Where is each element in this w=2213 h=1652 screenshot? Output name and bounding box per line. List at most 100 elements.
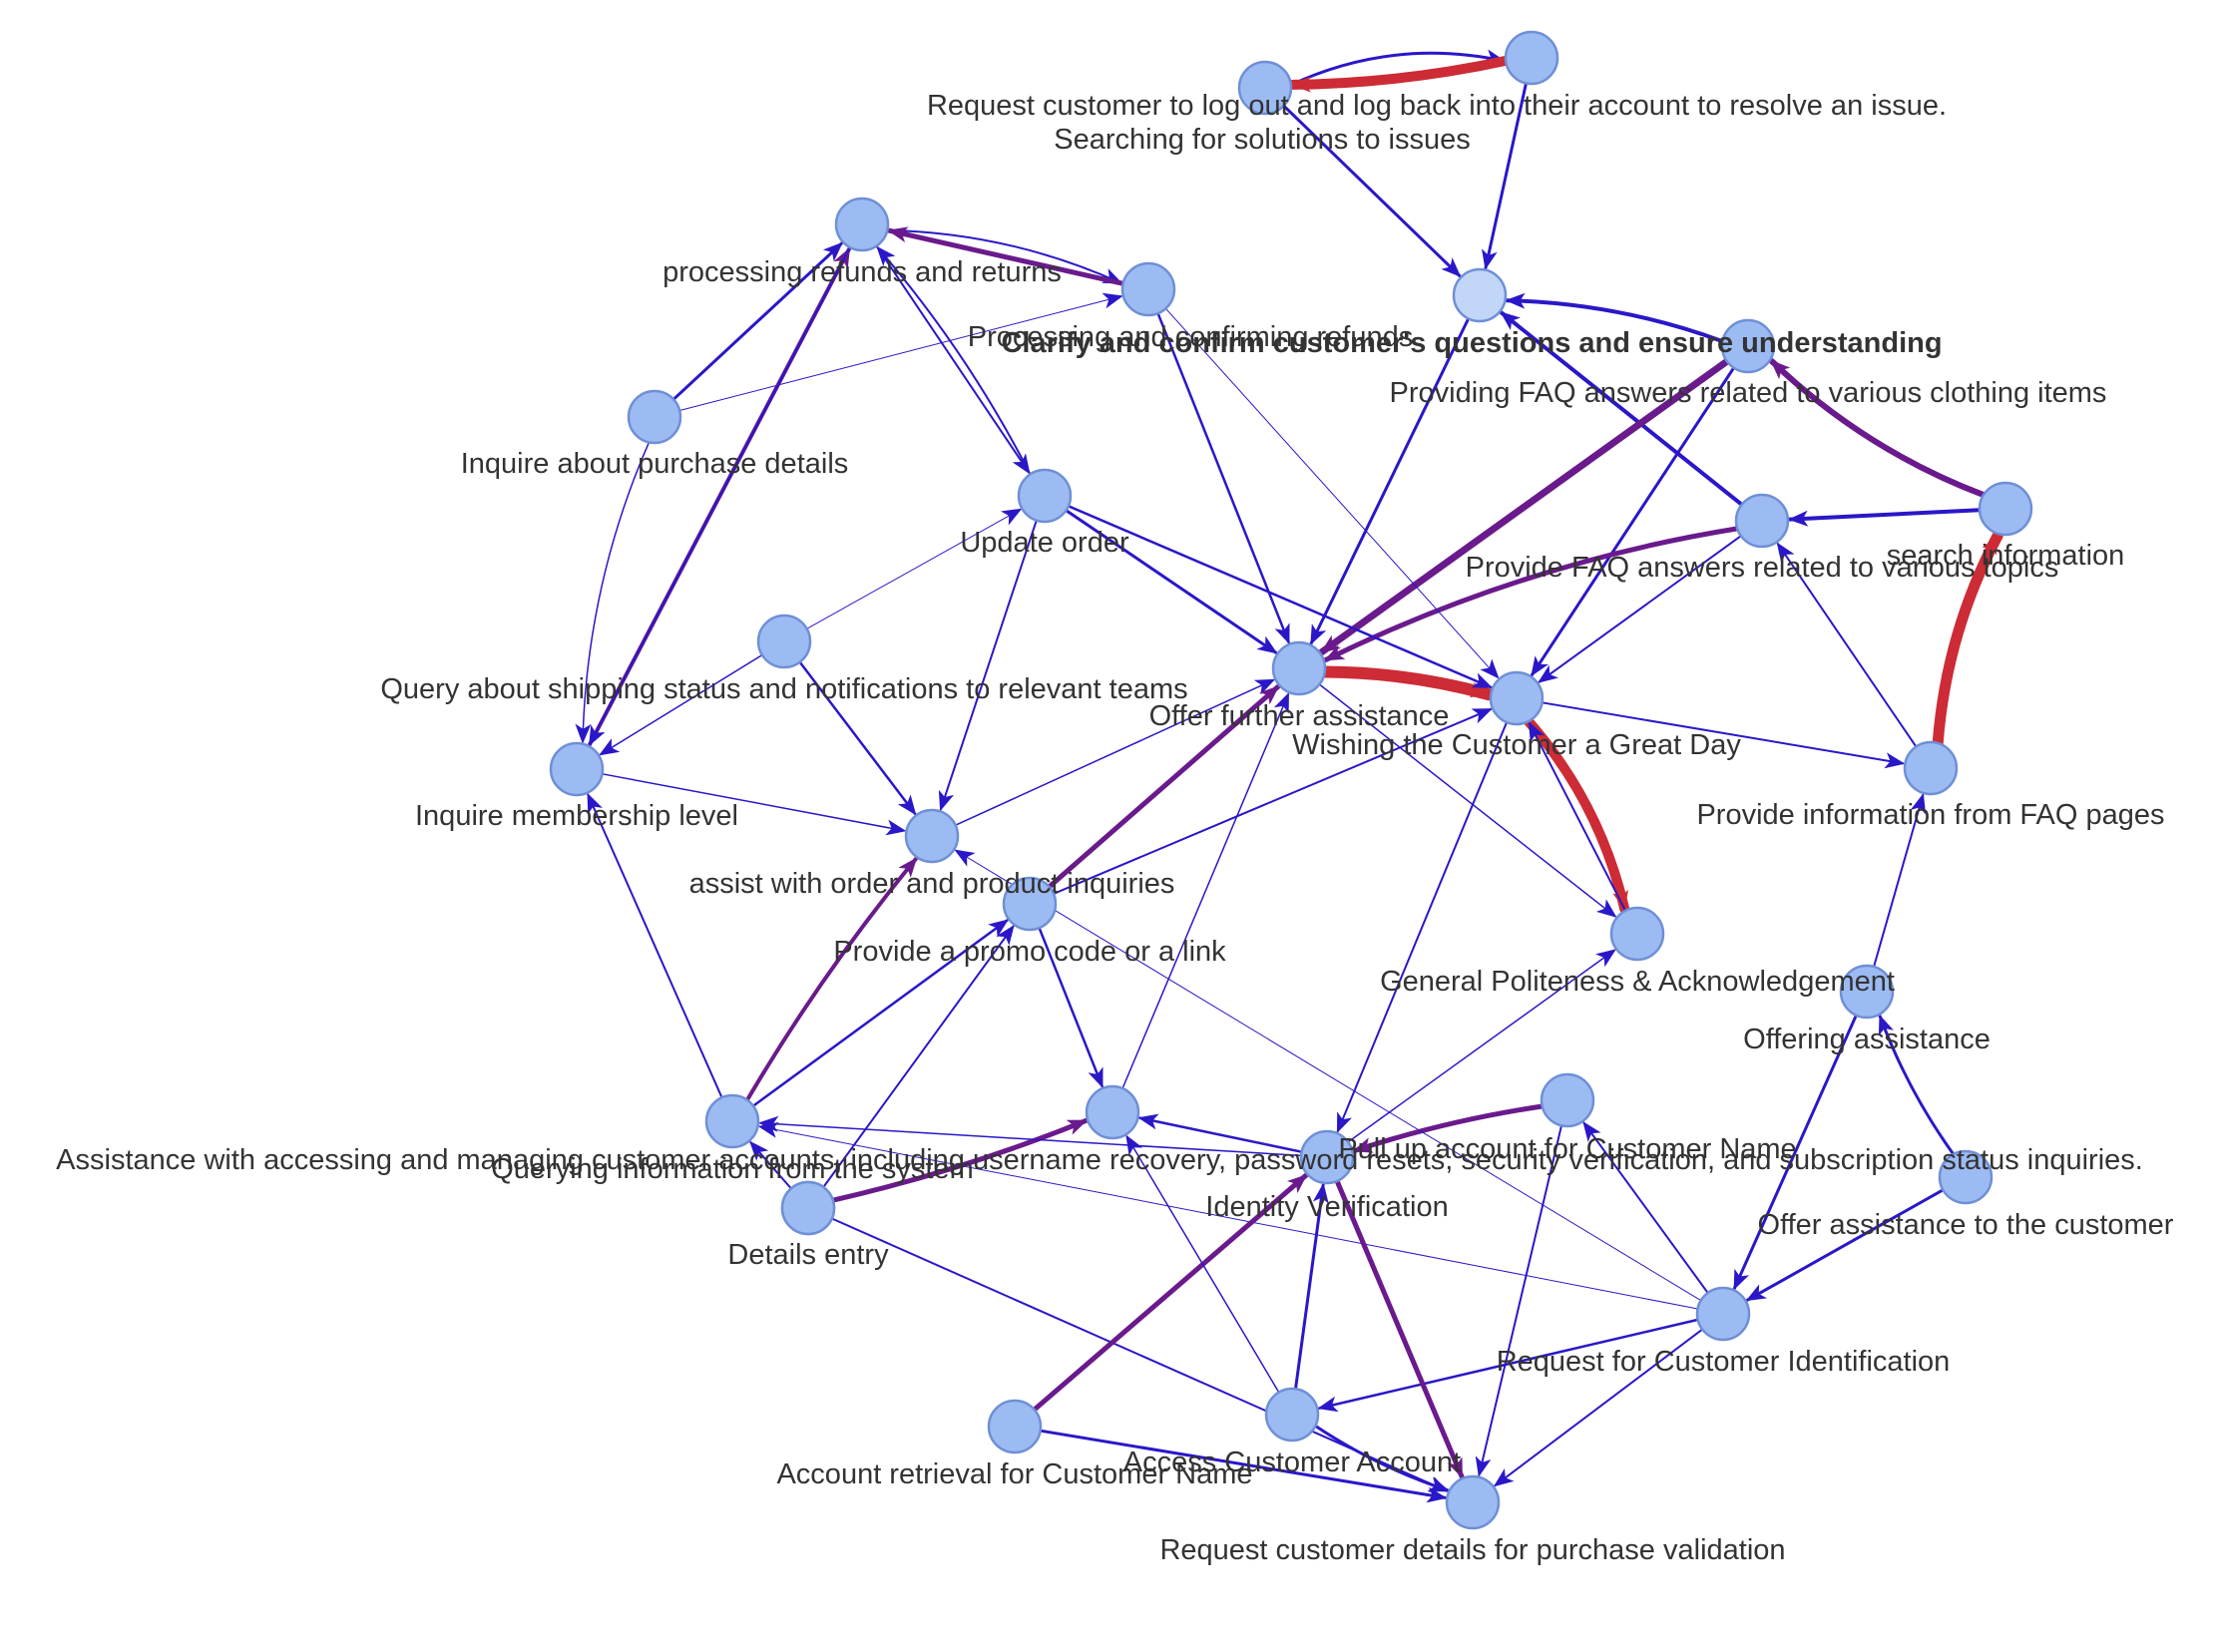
- edge-querying_system-to-assistance_accounts: [749, 1140, 792, 1190]
- node-request_details[interactable]: [1445, 1474, 1501, 1530]
- edge-offer_assistance_customer-to-offering_assistance: [1878, 1014, 1956, 1156]
- edge-identity-to-details_hub: [1137, 1113, 1303, 1153]
- edge-faq_clothing-to-offer_further: [1318, 357, 1731, 656]
- edge-processing_confirming-to-processing_refunds: [886, 226, 1126, 286]
- label-update_order: Update order: [960, 527, 1129, 559]
- edge-update_order-to-processing_refunds: [876, 245, 1032, 476]
- edge-faq_clothing-to-clarify: [1505, 292, 1725, 344]
- edge-promo-to-details_hub: [1038, 926, 1104, 1088]
- edge-access_account-to-details_hub: [1125, 1134, 1280, 1394]
- edge-faq_topics-to-offer_further: [1323, 526, 1740, 662]
- graph-edges: [575, 49, 2003, 1503]
- edge-searching_solutions-to-clarify: [1482, 81, 1528, 270]
- node-pull_account[interactable]: [1540, 1072, 1595, 1128]
- label-processing_confirming: Processing and confirming refunds: [968, 321, 1414, 353]
- node-faq_topics[interactable]: [1734, 493, 1790, 549]
- label-identity: Identity Verification: [1205, 1191, 1448, 1223]
- edge-processing_confirming-to-offer_further: [1156, 311, 1290, 644]
- edge-query_shipping-to-update_order: [806, 508, 1023, 629]
- label-assistance_accounts: Assistance with accessing and managing c…: [56, 1144, 2143, 1176]
- edge-request_identification-to-pull_account: [1582, 1120, 1709, 1294]
- node-search_info[interactable]: [1978, 481, 2033, 537]
- edge-request_identification-to-request_details: [1493, 1328, 1704, 1487]
- label-inquire_membership: Inquire membership level: [415, 800, 738, 832]
- label-access_account: Access Customer Account: [1123, 1446, 1461, 1478]
- edge-request_identification-to-access_account: [1317, 1318, 1699, 1413]
- node-inquire_membership[interactable]: [549, 741, 605, 797]
- node-wishing[interactable]: [1489, 670, 1545, 726]
- node-processing_refunds[interactable]: [834, 197, 890, 252]
- label-details_entry: Details entry: [727, 1239, 889, 1271]
- edge-faq_pages-to-search_info: [1932, 530, 2003, 749]
- edge-processing_refunds-to-processing_confirming: [886, 228, 1123, 284]
- node-assistance_accounts[interactable]: [704, 1093, 760, 1149]
- edge-faq_topics-to-wishing: [1538, 535, 1742, 683]
- edge-assistance_accounts-to-promo: [751, 919, 1010, 1107]
- label-wishing: Wishing the Customer a Great Day: [1292, 729, 1741, 761]
- node-offer_further[interactable]: [1271, 640, 1327, 696]
- node-offering_assistance[interactable]: [1839, 964, 1895, 1020]
- label-offering_assistance: Offering assistance: [1743, 1024, 1991, 1055]
- node-clarify[interactable]: [1452, 267, 1508, 323]
- edge-update_order-to-offer_further: [1065, 509, 1278, 654]
- edge-assistance_accounts-to-assist_order: [744, 856, 918, 1102]
- node-account_retrieval[interactable]: [987, 1399, 1043, 1454]
- label-offer_further: Offer further assistance: [1149, 700, 1450, 732]
- node-query_shipping[interactable]: [756, 614, 812, 669]
- edge-faq_topics-to-clarify: [1499, 310, 1744, 507]
- node-access_account[interactable]: [1264, 1387, 1320, 1443]
- edge-clarify-to-offer_further: [1309, 316, 1471, 645]
- edge-searching_solutions-to-request_logout: [1287, 55, 1512, 93]
- edge-query_shipping-to-assist_order: [798, 660, 917, 816]
- edge-identity-to-politeness: [1347, 949, 1616, 1143]
- edge-processing_confirming-to-wishing: [1164, 307, 1500, 679]
- node-politeness[interactable]: [1609, 906, 1665, 962]
- edge-wishing-to-identity: [1336, 721, 1509, 1133]
- label-searching_solutions: Searching for solutions to issues: [1054, 124, 1471, 156]
- label-offer_assistance_customer: Offer assistance to the customer: [1758, 1209, 2174, 1241]
- node-request_logout[interactable]: [1237, 60, 1293, 116]
- node-assist_order[interactable]: [904, 808, 960, 864]
- label-faq_pages: Provide information from FAQ pages: [1696, 799, 2164, 831]
- node-identity[interactable]: [1299, 1129, 1355, 1185]
- label-promo: Provide a promo code or a link: [833, 936, 1226, 968]
- edge-request_logout-to-clarify: [1282, 104, 1462, 277]
- label-faq_clothing: Providing FAQ answers related to various…: [1390, 377, 2107, 409]
- node-hub[interactable]: [1085, 1084, 1140, 1140]
- edge-faq_pages-to-faq_topics: [1776, 542, 1918, 748]
- edge-identity-to-assistance_accounts: [757, 1115, 1302, 1157]
- node-faq_pages[interactable]: [1903, 740, 1959, 796]
- edge-request_logout-to-searching_solutions: [1289, 49, 1507, 87]
- edge-access_account-to-request_details: [1313, 1424, 1450, 1492]
- node-promo[interactable]: [1002, 876, 1058, 932]
- node-offer_assistance_customer[interactable]: [1938, 1149, 1993, 1205]
- node-details_entry[interactable]: [780, 1180, 836, 1236]
- node-processing_confirming[interactable]: [1120, 261, 1176, 317]
- node-inquire_purchase[interactable]: [627, 389, 682, 445]
- edge-offering_assistance-to-request_identification: [1732, 1014, 1858, 1291]
- label-request_logout: Request customer to log out and log back…: [927, 90, 1947, 122]
- label-request_identification: Request for Customer Identification: [1497, 1346, 1951, 1378]
- label-account_retrieval: Account retrieval for Customer Name: [776, 1458, 1252, 1490]
- node-searching_solutions[interactable]: [1504, 30, 1559, 86]
- edge-offer_assistance_customer-to-request_identification: [1745, 1188, 1945, 1302]
- edge-request_identification-to-assistance_accounts: [757, 1121, 1698, 1310]
- label-search_info: search information: [1887, 540, 2125, 572]
- edge-update_order-to-wishing: [1067, 505, 1494, 689]
- graph-labels: Request customer to log out and log back…: [56, 90, 2174, 1566]
- edge-promo-to-offer_further: [1047, 683, 1281, 890]
- edge-assist_order-to-offer_further: [954, 678, 1276, 826]
- edge-query_shipping-to-inquire_membership: [599, 653, 763, 756]
- edge-politeness-to-wishing: [1528, 721, 1627, 912]
- edge-pull_account-to-request_details: [1475, 1124, 1562, 1477]
- node-faq_clothing[interactable]: [1720, 318, 1776, 374]
- edge-update_order-to-assist_order: [938, 519, 1038, 812]
- label-politeness: General Politeness & Acknowledgement: [1380, 966, 1895, 998]
- edge-identity-to-request_details: [1334, 1178, 1465, 1479]
- node-update_order[interactable]: [1017, 468, 1073, 524]
- edge-wishing-to-politeness: [1523, 716, 1630, 915]
- node-request_identification[interactable]: [1695, 1286, 1751, 1342]
- edge-inquire_purchase-to-processing_confirming: [678, 292, 1123, 411]
- label-clarify: Clarify and confirm customer's questions…: [1001, 327, 1942, 359]
- edge-account_retrieval-to-identity: [1032, 1172, 1309, 1413]
